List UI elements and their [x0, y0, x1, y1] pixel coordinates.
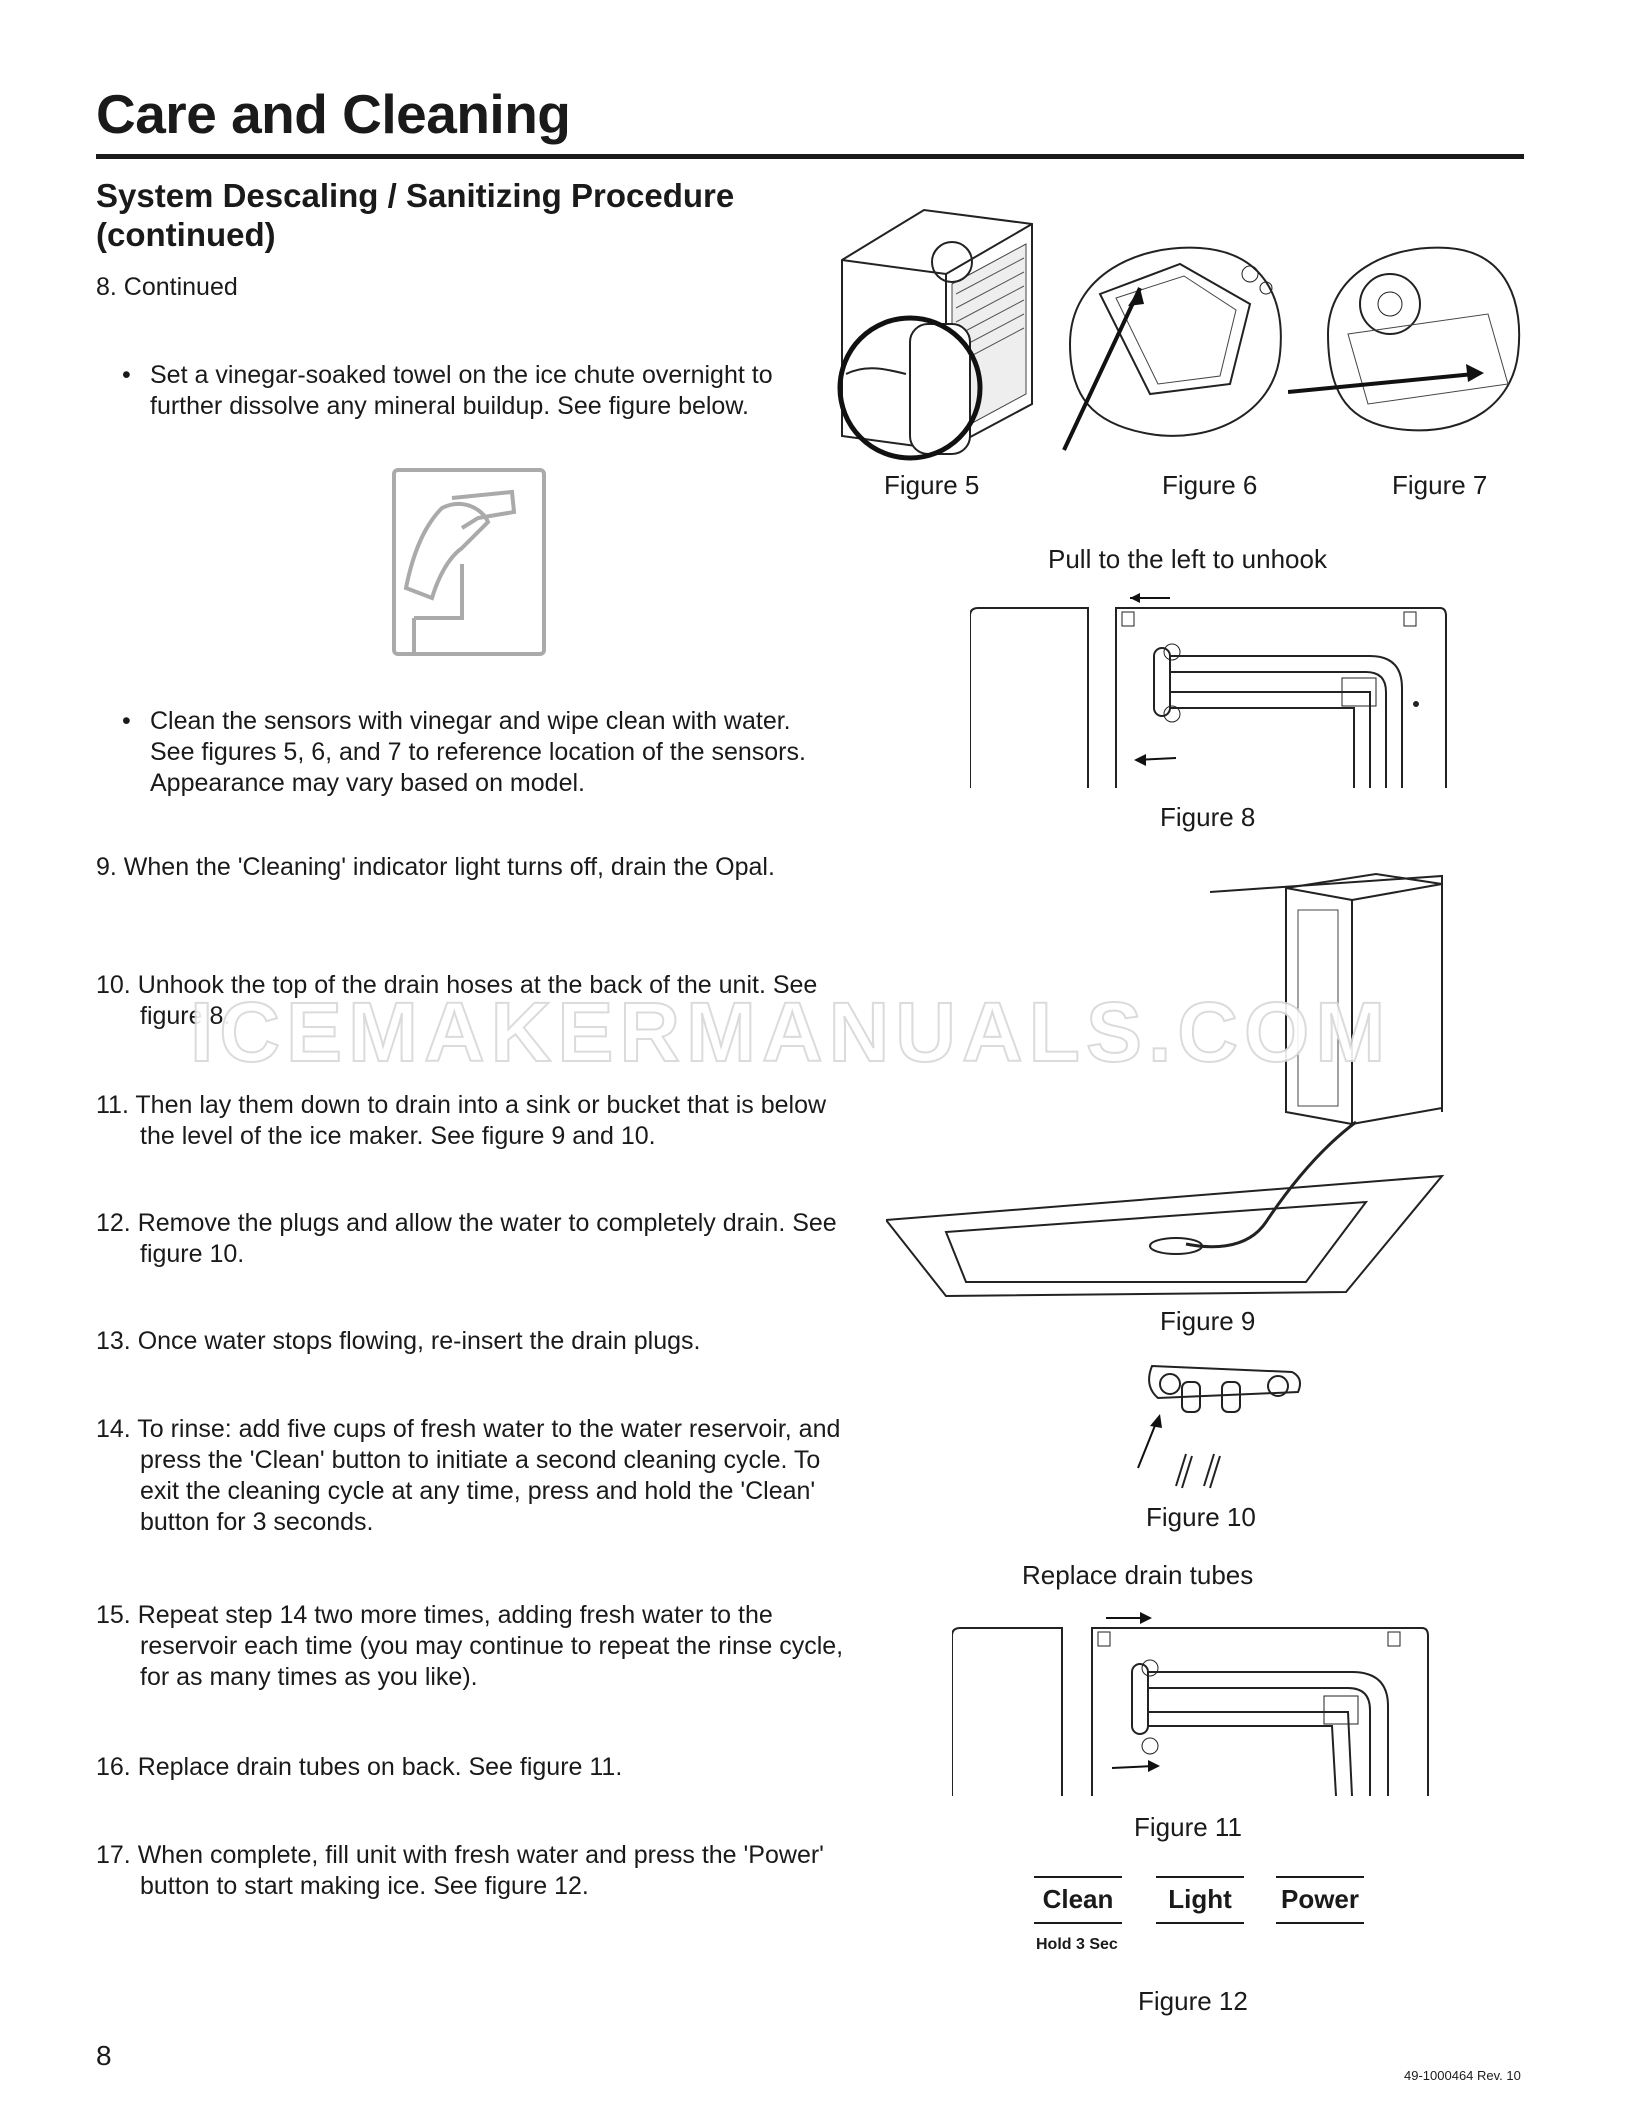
figure-12-caption: Figure 12	[1138, 1986, 1248, 2016]
watermark: ICEMAKERMANUALS.COM	[189, 984, 1392, 1080]
figure-8-title: Pull to the left to unhook	[1048, 544, 1327, 574]
figure-11-replace-drain-tubes-diagram	[952, 1612, 1429, 1796]
step-14: 14. To rinse: add five cups of fresh wat…	[96, 1415, 841, 1536]
step-10: 10. Unhook the top of the drain hoses at…	[96, 971, 818, 1030]
step-12: 12. Remove the plugs and allow the water…	[96, 1209, 837, 1268]
section-title: System Descaling / Sanitizing Procedure …	[96, 177, 735, 253]
bullet-towel-text: Set a vinegar-soaked towel on the ice ch…	[150, 361, 773, 420]
light-top-line	[1156, 1876, 1244, 1878]
figure-8-caption: Figure 8	[1160, 802, 1256, 832]
towel-on-chute-icon	[392, 468, 546, 656]
step-17: 17. When complete, fill unit with fresh …	[96, 1841, 824, 1900]
power-bottom-line	[1276, 1922, 1364, 1924]
document-code: 49-1000464 Rev. 10	[1404, 2068, 1521, 2083]
step-16: 16. Replace drain tubes on back. See fig…	[96, 1753, 623, 1781]
figure-5-icemaker-sketch	[837, 208, 1033, 461]
hold-3-sec-label: Hold 3 Sec	[1036, 1936, 1118, 1953]
figure-10-caption: Figure 10	[1146, 1502, 1256, 1532]
bullet-sensors-text: Clean the sensors with vinegar and wipe …	[150, 707, 806, 797]
step-15: 15. Repeat step 14 two more times, addin…	[96, 1601, 844, 1691]
clean-bottom-line	[1034, 1922, 1122, 1924]
power-button[interactable]: Power	[1280, 1884, 1360, 1914]
light-button[interactable]: Light	[1168, 1884, 1232, 1914]
title-rule	[96, 154, 1524, 159]
power-top-line	[1276, 1876, 1364, 1878]
figure-10-drain-plugs	[1137, 1364, 1301, 1489]
clean-button[interactable]: Clean	[1042, 1884, 1114, 1914]
figure-5-caption: Figure 5	[884, 470, 980, 500]
figure-8-drain-hoses-diagram	[970, 593, 1447, 788]
figure-6-sensor-closeup	[1062, 246, 1282, 451]
step-8: 8. Continued	[96, 273, 238, 301]
step-13: 13. Once water stops flowing, re-insert …	[96, 1327, 701, 1355]
page-title: Care and Cleaning	[96, 83, 571, 145]
bullet-towel: •Set a vinegar-soaked towel on the ice c…	[122, 360, 816, 422]
figure-6-caption: Figure 6	[1162, 470, 1258, 500]
figure-9-draining-into-sink	[886, 872, 1445, 1298]
step-9: 9. When the 'Cleaning' indicator light t…	[96, 853, 775, 881]
figure-9-caption: Figure 9	[1160, 1306, 1256, 1336]
step-11: 11. Then lay them down to drain into a s…	[96, 1091, 827, 1150]
light-bottom-line	[1156, 1922, 1244, 1924]
figure-7-caption: Figure 7	[1392, 470, 1488, 500]
page-number: 8	[96, 2040, 112, 2071]
figure-11-title: Replace drain tubes	[1022, 1560, 1254, 1590]
figure-11-caption: Figure 11	[1134, 1812, 1242, 1842]
clean-top-line	[1034, 1876, 1122, 1878]
bullet-sensors: •Clean the sensors with vinegar and wipe…	[122, 706, 816, 799]
figure-7-sensor-closeup	[1288, 246, 1521, 432]
